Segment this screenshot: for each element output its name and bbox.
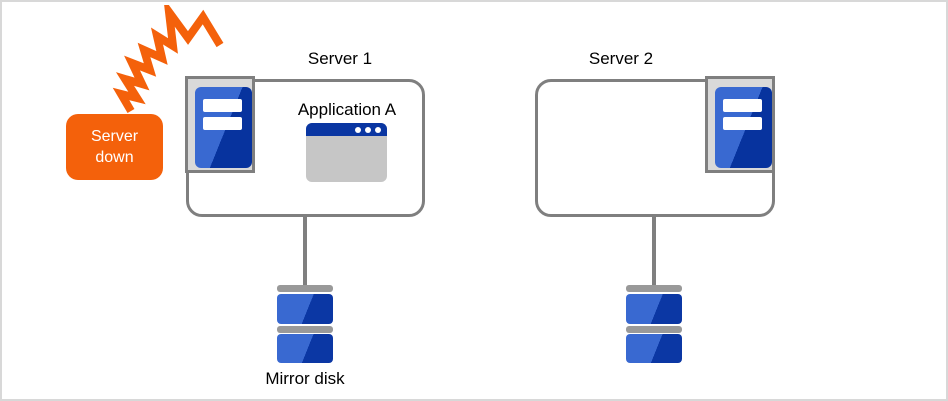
lightning-spark-icon — [112, 5, 224, 114]
server-tower-icon — [715, 87, 772, 168]
server-down-badge-line1: Server — [90, 128, 139, 145]
server1-icon-container — [185, 76, 255, 173]
disk-cap — [626, 326, 682, 333]
server-down-badge-line2: down — [95, 149, 134, 166]
titlebar-dot — [365, 126, 371, 133]
server2-title: Server 2 — [588, 49, 654, 68]
disk-cap — [626, 285, 682, 292]
disk-platter — [277, 294, 333, 324]
disk-cap — [277, 285, 333, 292]
app-window-titlebar — [306, 123, 387, 136]
disk-cap — [277, 326, 333, 333]
server-tower-slot — [723, 99, 762, 112]
server2-icon-container — [705, 76, 775, 173]
mirror-disk-icon — [626, 285, 682, 363]
application-a-label: Application A — [297, 100, 397, 119]
connector-line-server1-disk — [303, 216, 307, 286]
mirror-disk-icon — [277, 285, 333, 363]
server-tower-slot — [723, 117, 762, 130]
server-tower-slot — [203, 117, 242, 130]
disk-platter — [626, 294, 682, 324]
app-window-icon — [306, 123, 387, 182]
server-down-badge: Server down — [66, 114, 163, 180]
titlebar-dot — [375, 126, 381, 133]
server-tower-slot — [203, 99, 242, 112]
disk-platter — [277, 334, 333, 363]
connector-line-server2-disk — [652, 216, 656, 286]
disk-platter — [626, 334, 682, 363]
titlebar-dot — [355, 126, 361, 133]
mirror-disk-label: Mirror disk — [265, 369, 345, 388]
server-tower-icon — [195, 87, 252, 168]
server1-title: Server 1 — [307, 49, 373, 68]
